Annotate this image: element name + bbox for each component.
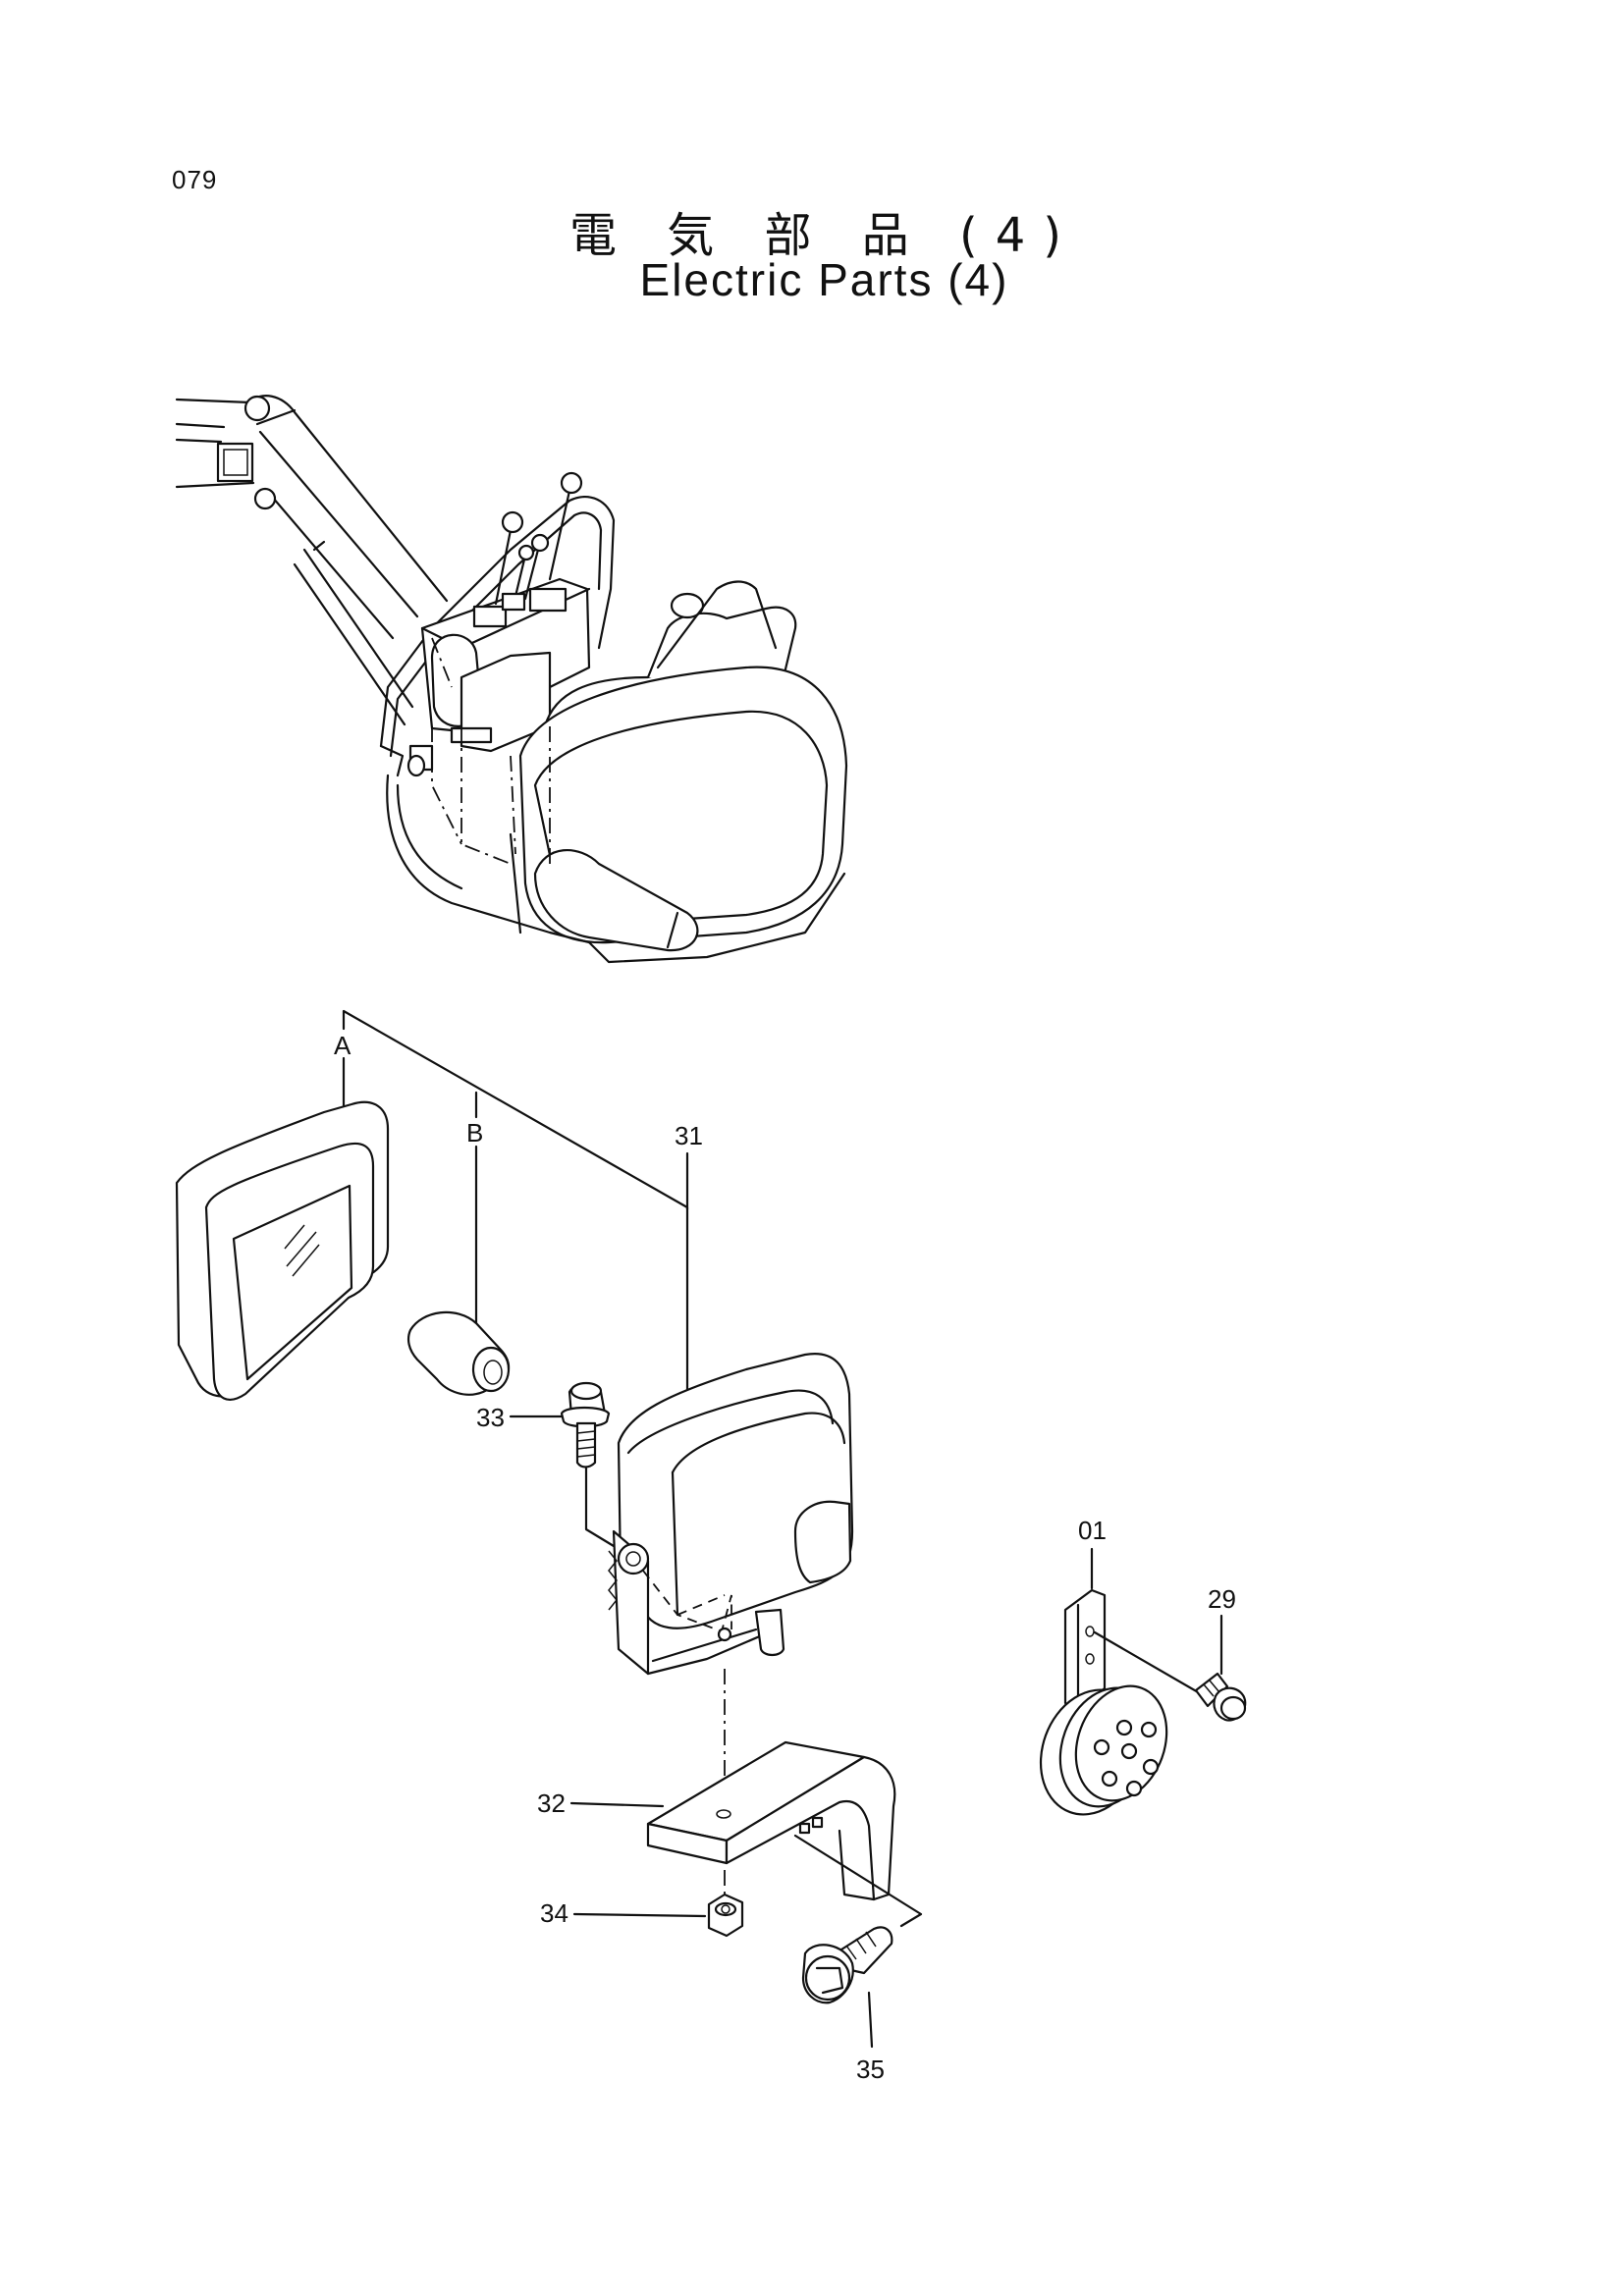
title-english: Electric Parts (4) (639, 254, 1009, 305)
horn-01: 01 29 (1039, 1516, 1247, 1816)
callout-label-34: 34 (540, 1898, 568, 1928)
lamp-lens-frame (175, 1100, 390, 1401)
callout-label-31: 31 (675, 1121, 703, 1150)
lamp-bulb (406, 1310, 511, 1396)
assembly-bracket-lines (342, 1009, 689, 1411)
callout-label-A: A (334, 1031, 352, 1060)
work-lamp-body (608, 1353, 854, 1806)
page-number: 079 (172, 165, 218, 194)
callout-31: 31 (675, 1121, 703, 1211)
bolt-33: 33 (476, 1381, 616, 1548)
nut-34: 34 (540, 1870, 744, 1938)
callout-label-35: 35 (856, 2055, 885, 2084)
callout-A: A (334, 1031, 352, 1060)
callout-label-32: 32 (537, 1789, 566, 1818)
title-japanese: 電 気 部 品 (4) (568, 208, 1080, 263)
bolt-35: 35 (801, 1926, 893, 2084)
callout-label-01: 01 (1078, 1516, 1107, 1545)
callout-B: B (466, 1118, 483, 1148)
callout-label-33: 33 (476, 1403, 505, 1432)
callout-label-B: B (466, 1118, 483, 1148)
callout-label-29: 29 (1208, 1584, 1236, 1614)
machine-overview-illustration (175, 395, 848, 964)
lamp-bracket-32: 32 (537, 1740, 923, 1928)
